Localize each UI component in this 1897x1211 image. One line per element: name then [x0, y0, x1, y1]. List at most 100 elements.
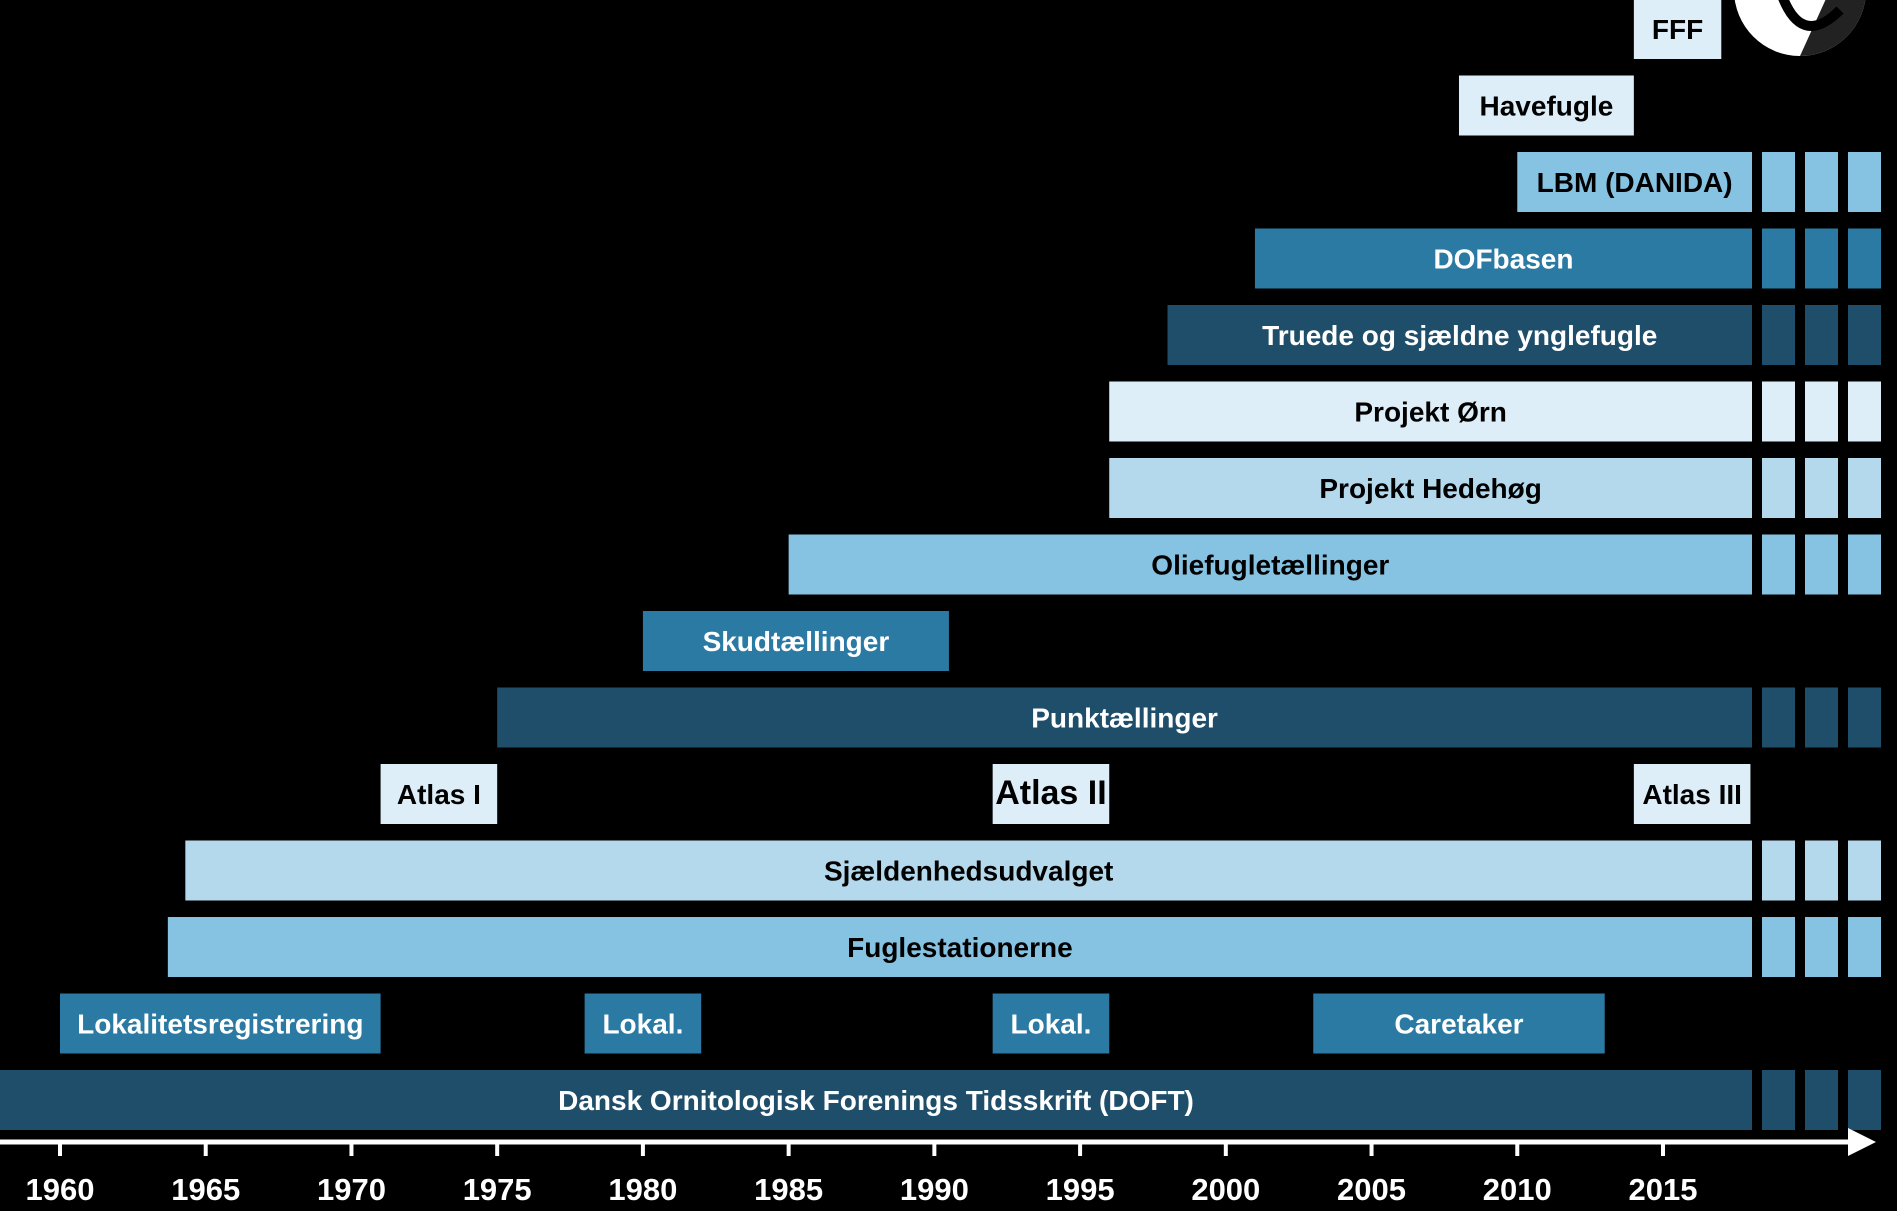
bar-label: Lokal.: [602, 1009, 683, 1040]
bar-label: Projekt Ørn: [1354, 397, 1506, 428]
tick-label-2015: 2015: [1629, 1172, 1698, 1207]
bar-atlas-i-10: Atlas I: [380, 764, 498, 824]
bar-rect: [1517, 152, 1752, 212]
bar-continuation-segment: [1848, 228, 1881, 289]
bar-rect: [1254, 228, 1752, 289]
bar-continuation-segment: [1805, 917, 1838, 977]
bar-label: FFF: [1652, 14, 1703, 45]
bar-label: LBM (DANIDA): [1537, 167, 1733, 198]
bar-continuation-segment: [1848, 152, 1881, 212]
bar-continuation-segment: [1805, 305, 1838, 365]
bar-continuation-segment: [1848, 534, 1881, 595]
bar-label: Atlas II: [995, 774, 1106, 812]
bar-label: Atlas III: [1642, 779, 1742, 810]
bar-continuation-segment: [1848, 1070, 1881, 1130]
bar-continuation-segment: [1848, 305, 1881, 365]
bar-rect: [60, 993, 381, 1054]
bar-rect: [1109, 381, 1752, 442]
x-axis: [0, 1128, 1876, 1156]
bar-rect: [1313, 993, 1605, 1054]
bar-continuation-segment: [1762, 687, 1795, 748]
bar-rect: [167, 917, 1753, 977]
bar-havefugle-1: Havefugle: [1458, 75, 1634, 136]
bar-label: Lokal.: [1010, 1009, 1091, 1040]
bar-dofbasen-3: DOFbasen: [1254, 228, 1881, 289]
bar-continuation-segment: [1762, 917, 1795, 977]
bar-continuation-segment: [1848, 687, 1881, 748]
bar-rect: [1109, 458, 1752, 518]
bar-label: Fuglestationerne: [847, 932, 1073, 963]
bar-sj-ldenhedsudvalget-13: Sjældenhedsudvalget: [185, 840, 1881, 901]
bar-continuation-segment: [1848, 458, 1881, 518]
bar-projekt-rn-5: Projekt Ørn: [1109, 381, 1881, 442]
bar-label: Oliefugletællinger: [1151, 550, 1389, 581]
bar-continuation-segment: [1805, 381, 1838, 442]
bar-continuation-segment: [1762, 840, 1795, 901]
bar-continuation-segment: [1805, 534, 1838, 595]
bar-lokal-17: Lokal.: [992, 993, 1110, 1054]
tick-label-1960: 1960: [26, 1172, 95, 1207]
tick-label-2005: 2005: [1337, 1172, 1406, 1207]
bar-fff-0: FFF: [1633, 0, 1722, 59]
bar-label: Dansk Ornitologisk Forenings Tidsskrift …: [558, 1085, 1194, 1116]
bar-rect: [1633, 764, 1751, 824]
bar-rect: [1458, 75, 1634, 136]
bar-rect: [584, 993, 702, 1054]
bar-rect: [0, 1070, 1752, 1130]
bar-label: Truede og sjældne ynglefugle: [1262, 320, 1657, 351]
bar-dansk-ornitologisk-forenings-tidsskrift-doft-19: Dansk Ornitologisk Forenings Tidsskrift …: [0, 1070, 1881, 1130]
bar-projekt-hedeh-g-6: Projekt Hedehøg: [1109, 458, 1881, 518]
bar-continuation-segment: [1762, 534, 1795, 595]
bar-continuation-segment: [1805, 458, 1838, 518]
bar-continuation-segment: [1805, 687, 1838, 748]
bar-oliefuglet-llinger-7: Oliefugletællinger: [788, 534, 1881, 595]
bar-rect: [992, 764, 1110, 824]
bar-continuation-segment: [1762, 305, 1795, 365]
bar-continuation-segment: [1805, 1070, 1838, 1130]
bar-atlas-ii-11: Atlas II: [992, 764, 1110, 824]
tick-label-1970: 1970: [317, 1172, 386, 1207]
bar-continuation-segment: [1848, 381, 1881, 442]
tick-label-1980: 1980: [608, 1172, 677, 1207]
bar-continuation-segment: [1848, 917, 1881, 977]
bar-lbm-danida-2: LBM (DANIDA): [1517, 152, 1881, 212]
bar-continuation-segment: [1848, 840, 1881, 901]
bar-continuation-segment: [1762, 152, 1795, 212]
bar-continuation-segment: [1762, 458, 1795, 518]
bar-label: Punktællinger: [1031, 703, 1218, 734]
tick-label-2010: 2010: [1483, 1172, 1552, 1207]
tick-label-1975: 1975: [463, 1172, 532, 1207]
bar-skudt-llinger-8: Skudtællinger: [642, 611, 949, 671]
bar-continuation-segment: [1762, 1070, 1795, 1130]
bar-rect: [1167, 305, 1752, 365]
bar-rect: [1633, 0, 1722, 59]
bar-rect: [642, 611, 949, 671]
x-axis-arrowhead: [1848, 1128, 1876, 1156]
bar-label: Sjældenhedsudvalget: [824, 856, 1113, 887]
bar-continuation-segment: [1805, 228, 1838, 289]
tick-label-1985: 1985: [754, 1172, 823, 1207]
bar-lokal-16: Lokal.: [584, 993, 702, 1054]
bar-label: Atlas I: [397, 779, 481, 810]
bar-label: Havefugle: [1480, 91, 1614, 122]
bar-continuation-segment: [1762, 228, 1795, 289]
tick-label-2000: 2000: [1191, 1172, 1260, 1207]
bar-rect: [992, 993, 1110, 1054]
tick-label-1990: 1990: [900, 1172, 969, 1207]
bar-continuation-segment: [1805, 152, 1838, 212]
logo-emblem: [1734, 0, 1866, 56]
bar-atlas-iii-12: Atlas III: [1633, 764, 1751, 824]
bar-continuation-segment: [1762, 381, 1795, 442]
tick-label-1965: 1965: [171, 1172, 240, 1207]
bar-label: Projekt Hedehøg: [1319, 473, 1541, 504]
bar-caretaker-18: Caretaker: [1313, 993, 1605, 1054]
bar-rect: [380, 764, 498, 824]
bar-punkt-llinger-9: Punktællinger: [497, 687, 1881, 748]
bar-label: Skudtællinger: [703, 626, 890, 657]
bar-label: Caretaker: [1394, 1009, 1523, 1040]
bar-lokalitetsregistrering-15: Lokalitetsregistrering: [60, 993, 381, 1054]
bar-rect: [497, 687, 1752, 748]
bar-label: DOFbasen: [1433, 244, 1573, 275]
